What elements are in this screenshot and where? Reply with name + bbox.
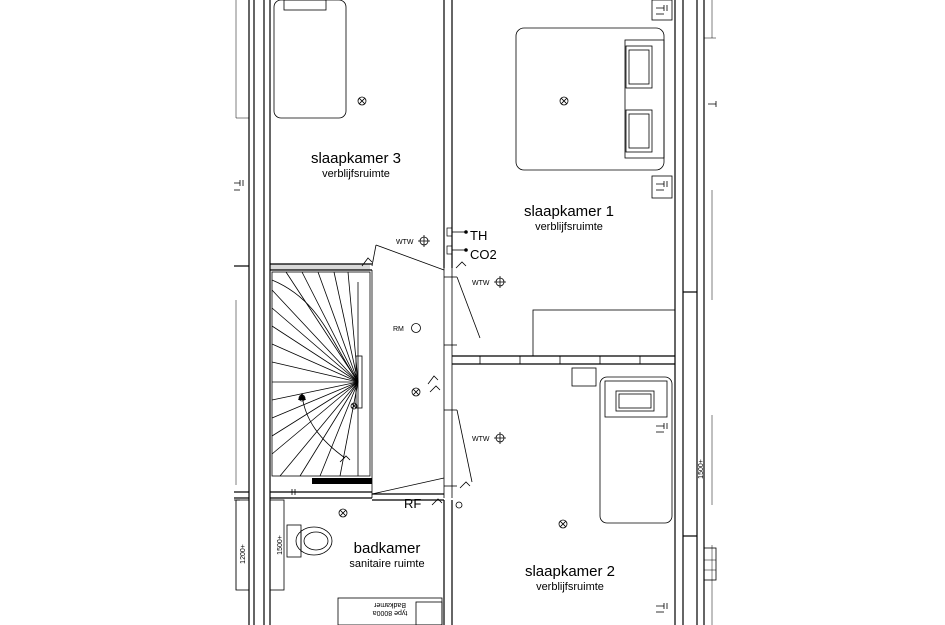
room-name-slaapkamer-3: slaapkamer 3 — [311, 150, 401, 167]
toilet — [286, 524, 333, 558]
double-bed — [515, 27, 665, 171]
ceiling-light-icon — [298, 394, 306, 402]
single-bed-top — [273, 0, 347, 119]
landing — [371, 268, 457, 498]
room-name-slaapkamer-1: slaapkamer 1 — [524, 203, 614, 220]
wtw-vent-icons — [418, 235, 506, 444]
wtw-vent-icon — [418, 235, 430, 247]
room-name-badkamer: badkamer — [354, 540, 421, 557]
room-function-slaapkamer-1: verblijfsruimte — [535, 221, 603, 233]
ceiling-light-icon — [357, 96, 367, 106]
ceiling-light-icon — [338, 508, 348, 518]
wtw-vent-icon — [494, 276, 506, 288]
switch-symbols — [339, 227, 471, 509]
washbasin — [415, 601, 443, 625]
wardrobe — [532, 309, 676, 357]
rf-label: RF — [404, 496, 421, 511]
dimension-label: 1500+ — [698, 459, 705, 479]
corridor-walls — [443, 0, 453, 625]
ceiling-light-icon — [350, 402, 358, 410]
room-name-slaapkamer-2: slaapkamer 2 — [525, 563, 615, 580]
staircase — [271, 271, 371, 477]
sensor-dots — [452, 230, 468, 252]
room-function-badkamer: sanitaire ruimte — [349, 558, 424, 570]
bath-type-label: Badkamer — [373, 601, 406, 608]
room-function-slaapkamer-3: verblijfsruimte — [322, 168, 390, 180]
wtw-label: WTW — [396, 239, 414, 246]
thermostat-label: TH — [470, 228, 487, 243]
wtw-label: WTW — [472, 280, 490, 287]
dimension-label: 1500+ — [277, 535, 284, 555]
ceiling-light-icon — [559, 96, 569, 106]
nightstands — [571, 0, 673, 387]
ceiling-light-icon — [411, 387, 421, 397]
ceiling-light-icons — [298, 96, 569, 529]
bath-type-label: type 8000a — [373, 609, 408, 616]
bathroom-cabinet — [269, 499, 285, 591]
single-bed-2 — [599, 376, 673, 524]
wtw-label: WTW — [472, 436, 490, 443]
room-function-slaapkamer-2: verblijfsruimte — [536, 581, 604, 593]
smoke-detector-icon — [411, 323, 421, 333]
co2-sensor-label: CO2 — [470, 247, 497, 262]
smoke-detector-label: RM — [393, 326, 404, 333]
ceiling-light-icon — [558, 519, 568, 529]
socket-symbols — [234, 5, 717, 613]
dimension-label: 1200+ — [240, 544, 247, 564]
wtw-vent-icon — [494, 432, 506, 444]
doors — [371, 244, 481, 495]
